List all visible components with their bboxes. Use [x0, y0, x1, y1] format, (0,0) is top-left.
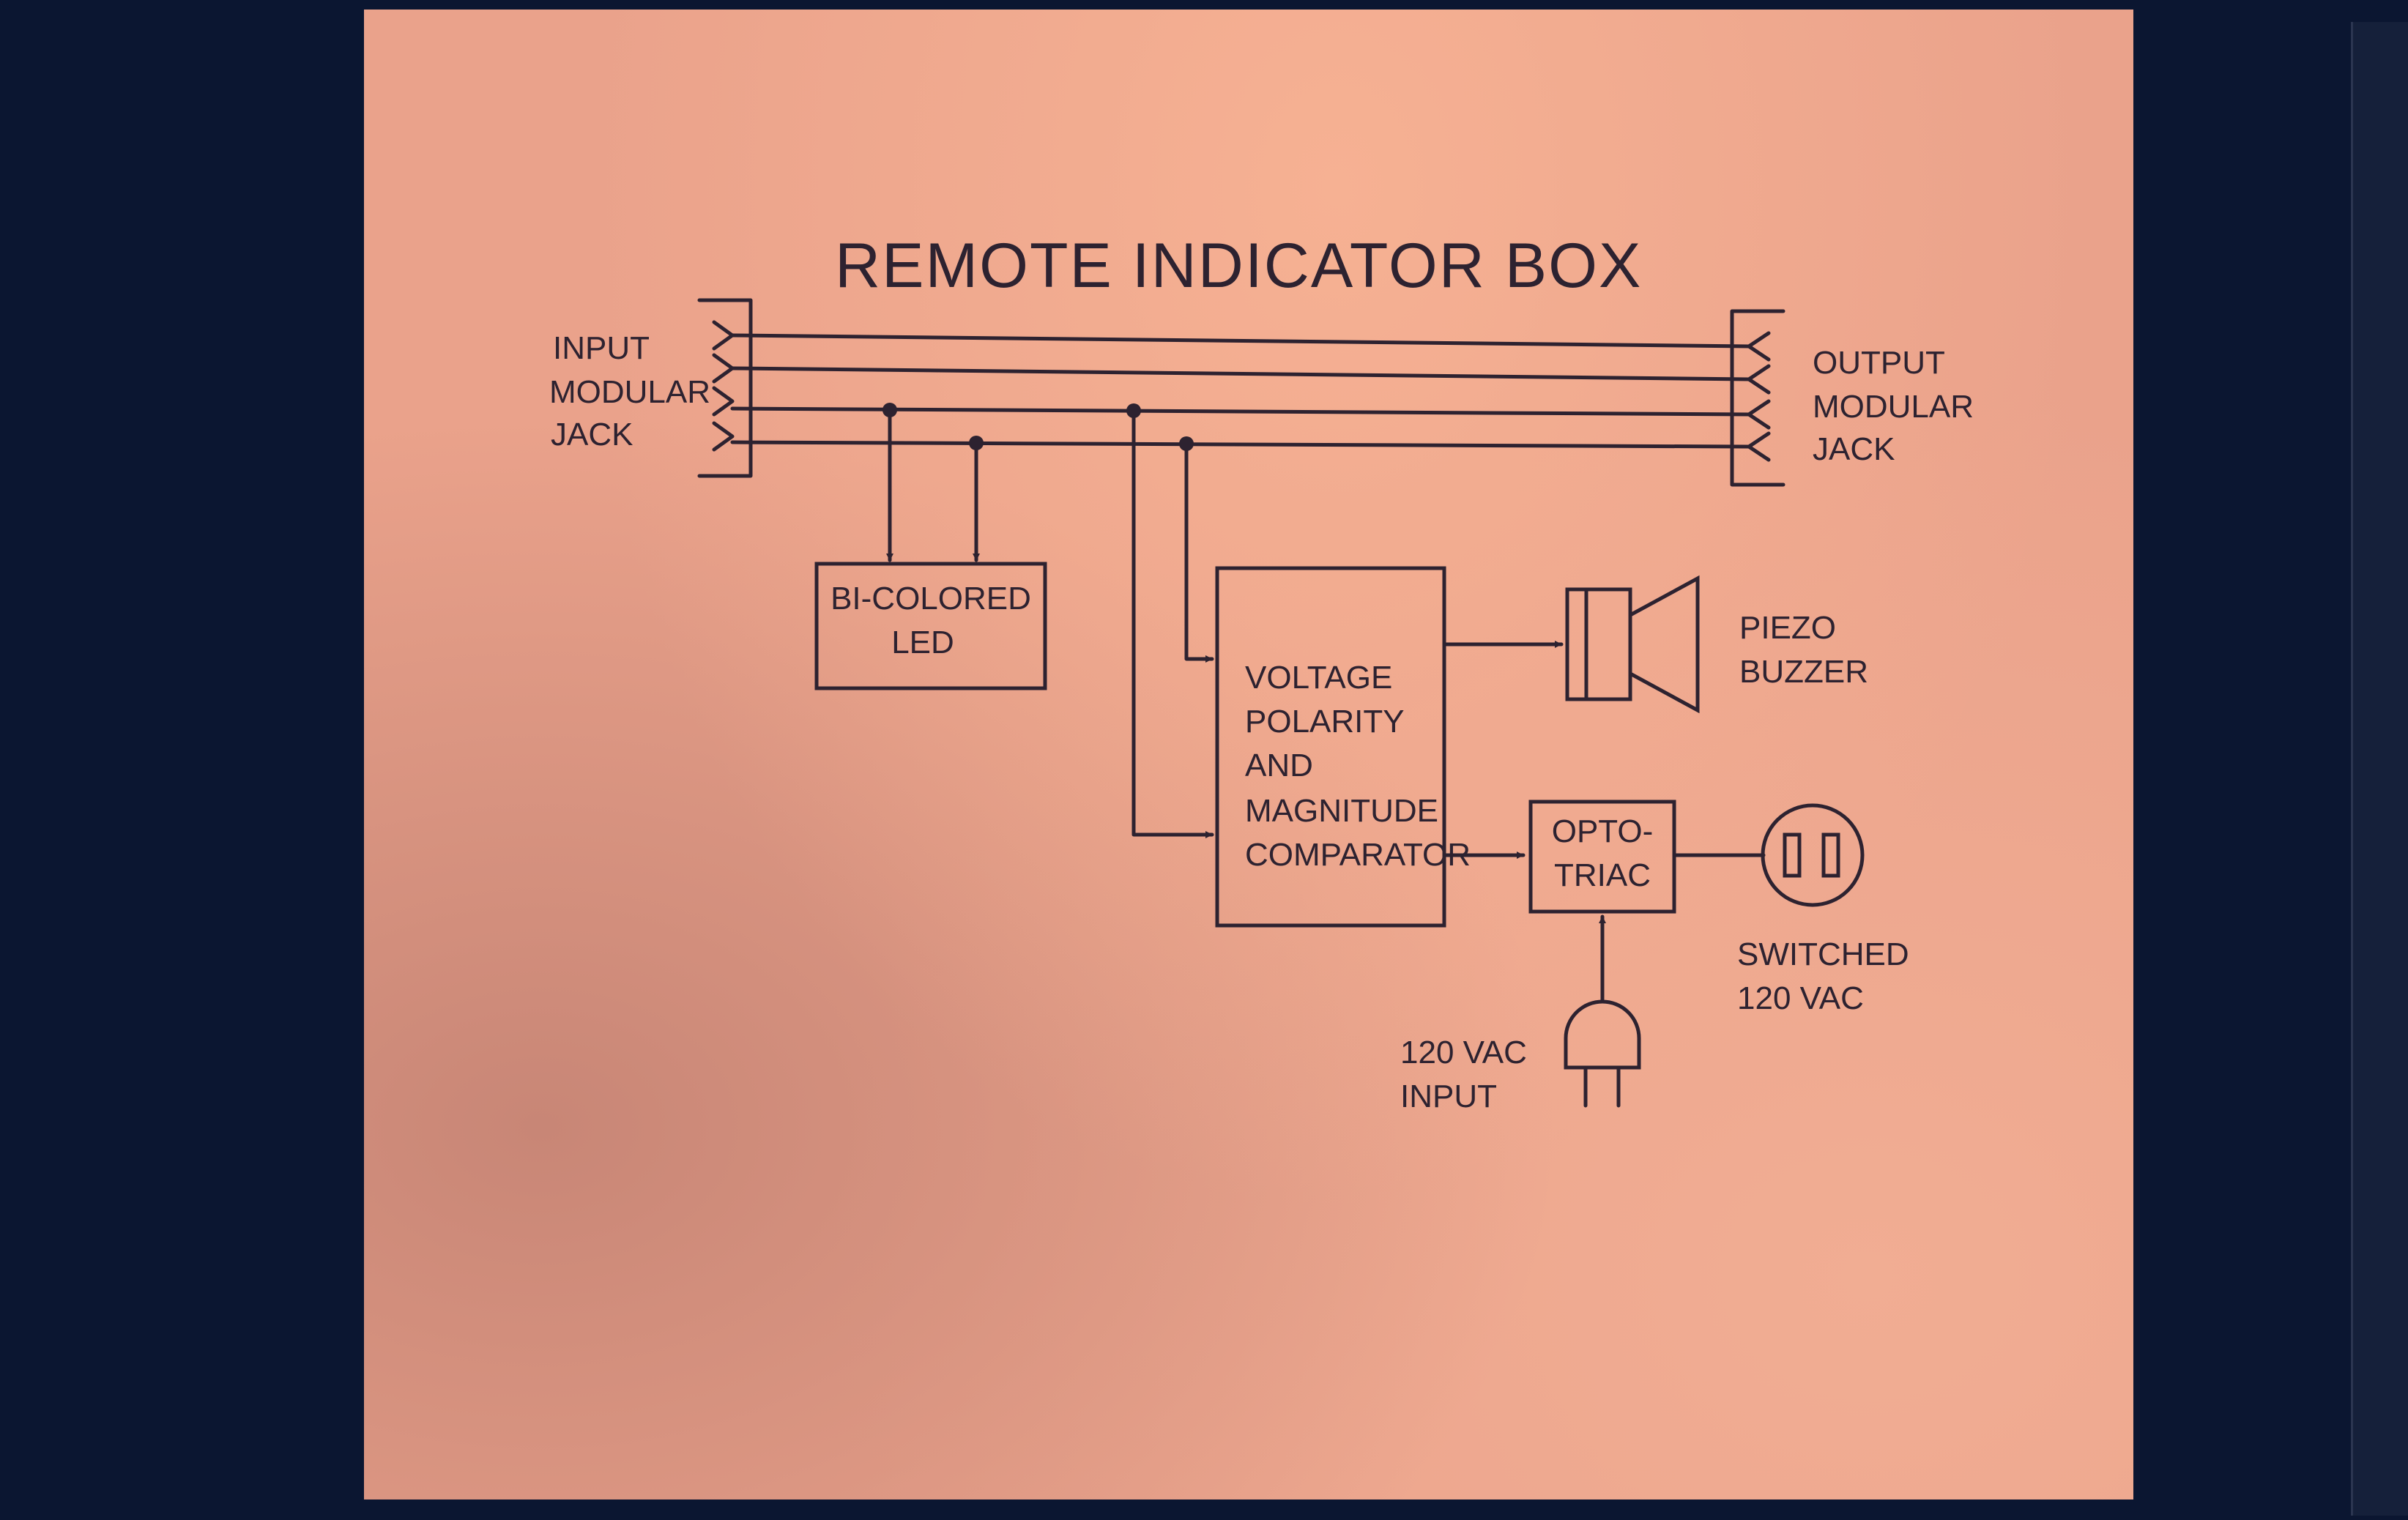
comparator-feed-wire: [1184, 442, 1214, 663]
svg-text:120 VAC: 120 VAC: [1737, 980, 1864, 1016]
opto-triac-block: OPTO- TRIAC: [1528, 800, 1676, 914]
svg-text:POLARITY: POLARITY: [1245, 704, 1405, 739]
svg-text:PIEZO: PIEZO: [1739, 610, 1836, 646]
output-jack-symbol: [1730, 309, 1785, 487]
svg-text:BI-COLORED: BI-COLORED: [830, 581, 1031, 616]
svg-text:COMPARATOR: COMPARATOR: [1245, 837, 1471, 873]
svg-text:VOLTAGE: VOLTAGE: [1245, 660, 1392, 696]
outlet-icon: [1761, 803, 1865, 907]
speaker-icon: [1565, 575, 1700, 714]
svg-text:AND: AND: [1245, 748, 1313, 783]
bus-lines: [730, 333, 1751, 449]
input-jack-symbol: [697, 298, 753, 478]
ac-input-label: 120 VAC INPUT: [1400, 1035, 1527, 1114]
svg-text:MODULAR: MODULAR: [549, 374, 710, 410]
svg-text:SWITCHED: SWITCHED: [1737, 936, 1909, 972]
svg-text:TRIAC: TRIAC: [1554, 857, 1651, 893]
switched-outlet-label: SWITCHED 120 VAC: [1737, 936, 1909, 1016]
voltage-comparator-block: VOLTAGE POLARITY AND MAGNITUDE COMPARATO…: [1215, 566, 1471, 928]
svg-text:MODULAR: MODULAR: [1813, 389, 1974, 425]
adjacent-slide-edge: [2351, 22, 2408, 1516]
input-jack-label: INPUT MODULAR JACK: [549, 330, 710, 452]
slide-paper: [364, 10, 2133, 1499]
comparator-feed-wire: [1131, 409, 1214, 838]
diagram-title: REMOTE INDICATOR BOX: [835, 231, 1642, 301]
svg-text:OUTPUT: OUTPUT: [1813, 345, 1945, 381]
svg-text:JACK: JACK: [1813, 431, 1895, 467]
svg-text:LED: LED: [891, 625, 954, 660]
svg-text:120 VAC: 120 VAC: [1400, 1035, 1527, 1070]
svg-text:BUZZER: BUZZER: [1739, 654, 1868, 690]
bi-colored-led-block: BI-COLORED LED: [814, 562, 1047, 690]
piezo-buzzer-label: PIEZO BUZZER: [1739, 610, 1868, 690]
svg-text:OPTO-: OPTO-: [1552, 813, 1654, 849]
plug-icon: [1564, 999, 1641, 1108]
svg-text:MAGNITUDE: MAGNITUDE: [1245, 793, 1438, 829]
svg-text:JACK: JACK: [551, 417, 633, 452]
svg-text:INPUT: INPUT: [553, 330, 650, 366]
svg-text:INPUT: INPUT: [1400, 1078, 1497, 1114]
output-jack-label: OUTPUT MODULAR JACK: [1813, 345, 1974, 467]
